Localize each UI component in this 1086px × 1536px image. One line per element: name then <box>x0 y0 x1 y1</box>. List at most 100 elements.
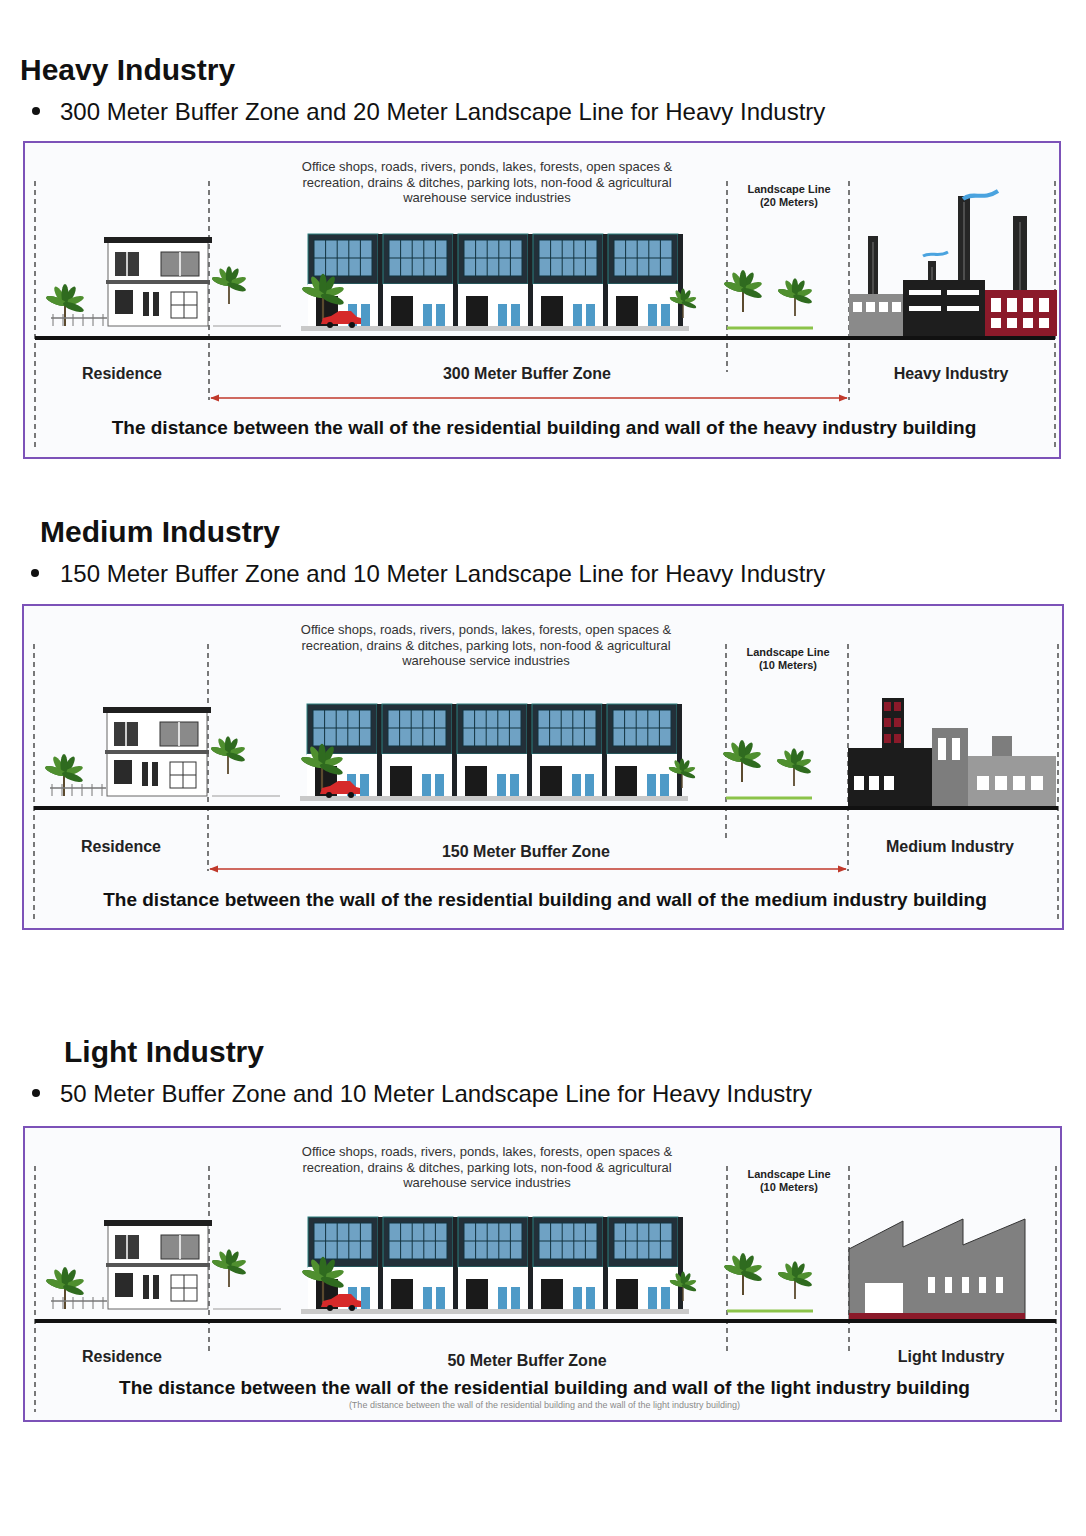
distance-note: The distance between the wall of the res… <box>100 889 990 912</box>
factory-window <box>1039 318 1049 328</box>
shop-upper <box>532 704 602 754</box>
dashed-divider <box>1057 644 1058 920</box>
house-slab <box>106 1263 210 1267</box>
tower-window <box>884 718 891 727</box>
window-mullion <box>125 722 127 746</box>
shop-upper <box>383 234 453 284</box>
car-wheel <box>348 792 354 798</box>
shop-pillar <box>678 234 683 326</box>
tree-leaf <box>319 761 344 777</box>
shop-pillar <box>378 234 383 326</box>
house-roof <box>104 237 212 243</box>
factory-block <box>848 748 932 806</box>
section-heading: Heavy Industry <box>20 52 235 88</box>
shop-lower <box>382 754 452 796</box>
shop-window <box>436 304 445 326</box>
shop-window <box>647 774 656 796</box>
shop-window <box>585 774 594 796</box>
factory-window <box>854 776 864 790</box>
shop-window <box>661 304 670 326</box>
shop-door <box>465 766 487 796</box>
house-door <box>170 762 196 788</box>
shop-window <box>435 774 444 796</box>
fence-post <box>93 1297 94 1309</box>
shop-window <box>423 304 432 326</box>
dashed-divider <box>208 181 209 400</box>
car-wheel <box>326 792 332 798</box>
distance-arrow <box>210 868 846 870</box>
fence-post <box>52 784 53 796</box>
house-roof <box>104 1220 212 1226</box>
tree-leaf <box>226 1264 247 1277</box>
buffer-zone-label: 150 Meter Buffer Zone <box>442 842 610 861</box>
shop-upper <box>307 704 377 754</box>
shop-door <box>466 296 488 326</box>
tree <box>211 266 247 304</box>
house-window <box>114 760 132 784</box>
fence-post <box>92 784 93 796</box>
house-window <box>143 1275 149 1299</box>
tree-leaf <box>680 770 696 780</box>
fence-post <box>83 314 84 326</box>
shop-upper <box>458 234 528 284</box>
tree <box>45 284 85 326</box>
dashed-divider <box>1055 1166 1056 1412</box>
fence-post <box>73 314 74 326</box>
house-window <box>115 1235 139 1259</box>
shop-window <box>360 774 369 796</box>
fence-post <box>83 1297 84 1309</box>
shop-window <box>648 1287 657 1309</box>
shop-window <box>511 1287 520 1309</box>
shop-upper <box>533 234 603 284</box>
shop-upper <box>608 1217 678 1267</box>
tower-window <box>894 718 901 727</box>
car-wheel <box>349 1305 355 1311</box>
tree-leaf <box>61 770 84 784</box>
tree-leaf <box>681 300 697 310</box>
car-wheel <box>327 322 333 328</box>
dashed-divider <box>34 1166 35 1412</box>
dashed-divider <box>207 644 208 871</box>
factory-window <box>962 1277 969 1293</box>
car-body <box>321 1294 361 1307</box>
sidewalk <box>212 795 280 797</box>
factory-window <box>866 302 875 312</box>
distance-note: The distance between the wall of the res… <box>109 417 980 440</box>
house-window <box>142 762 148 786</box>
factory-door <box>865 1283 903 1313</box>
tree-leaf <box>320 1274 345 1290</box>
ground-line <box>35 336 1055 340</box>
shop-window <box>586 304 595 326</box>
shop-lower <box>533 1267 603 1309</box>
buffer-uses-note: Office shops, roads, rivers, ponds, lake… <box>297 159 677 206</box>
shop-upper <box>457 704 527 754</box>
tree-leaf <box>681 1283 697 1293</box>
tree <box>44 754 84 796</box>
shop-door <box>541 296 563 326</box>
factory-window <box>853 302 862 312</box>
shop-window <box>614 1223 672 1259</box>
shop-pillar <box>378 1217 383 1309</box>
shop-window <box>361 1287 370 1309</box>
shop-lower <box>533 284 603 326</box>
tree-trunk <box>742 1273 744 1295</box>
tree <box>777 278 813 316</box>
door-line <box>170 775 196 776</box>
house-window <box>115 252 139 276</box>
tree-trunk <box>228 284 230 304</box>
panel-ground <box>22 604 1064 930</box>
section-heading: Medium Industry <box>40 514 280 550</box>
shop-upper <box>533 1217 603 1267</box>
house-door <box>171 1275 197 1301</box>
bullet-text: 150 Meter Buffer Zone and 10 Meter Lands… <box>60 560 825 589</box>
window-grid <box>539 258 597 259</box>
house-window <box>160 722 198 746</box>
shop-pillar <box>453 234 458 326</box>
house-door <box>171 292 197 318</box>
factory-block <box>849 294 905 336</box>
tree <box>210 736 246 774</box>
zone-panel: Heavy Industry300 Meter Buffer Zone and … <box>23 141 1061 459</box>
tree-trunk <box>228 1267 230 1287</box>
shop-window <box>464 1223 522 1259</box>
